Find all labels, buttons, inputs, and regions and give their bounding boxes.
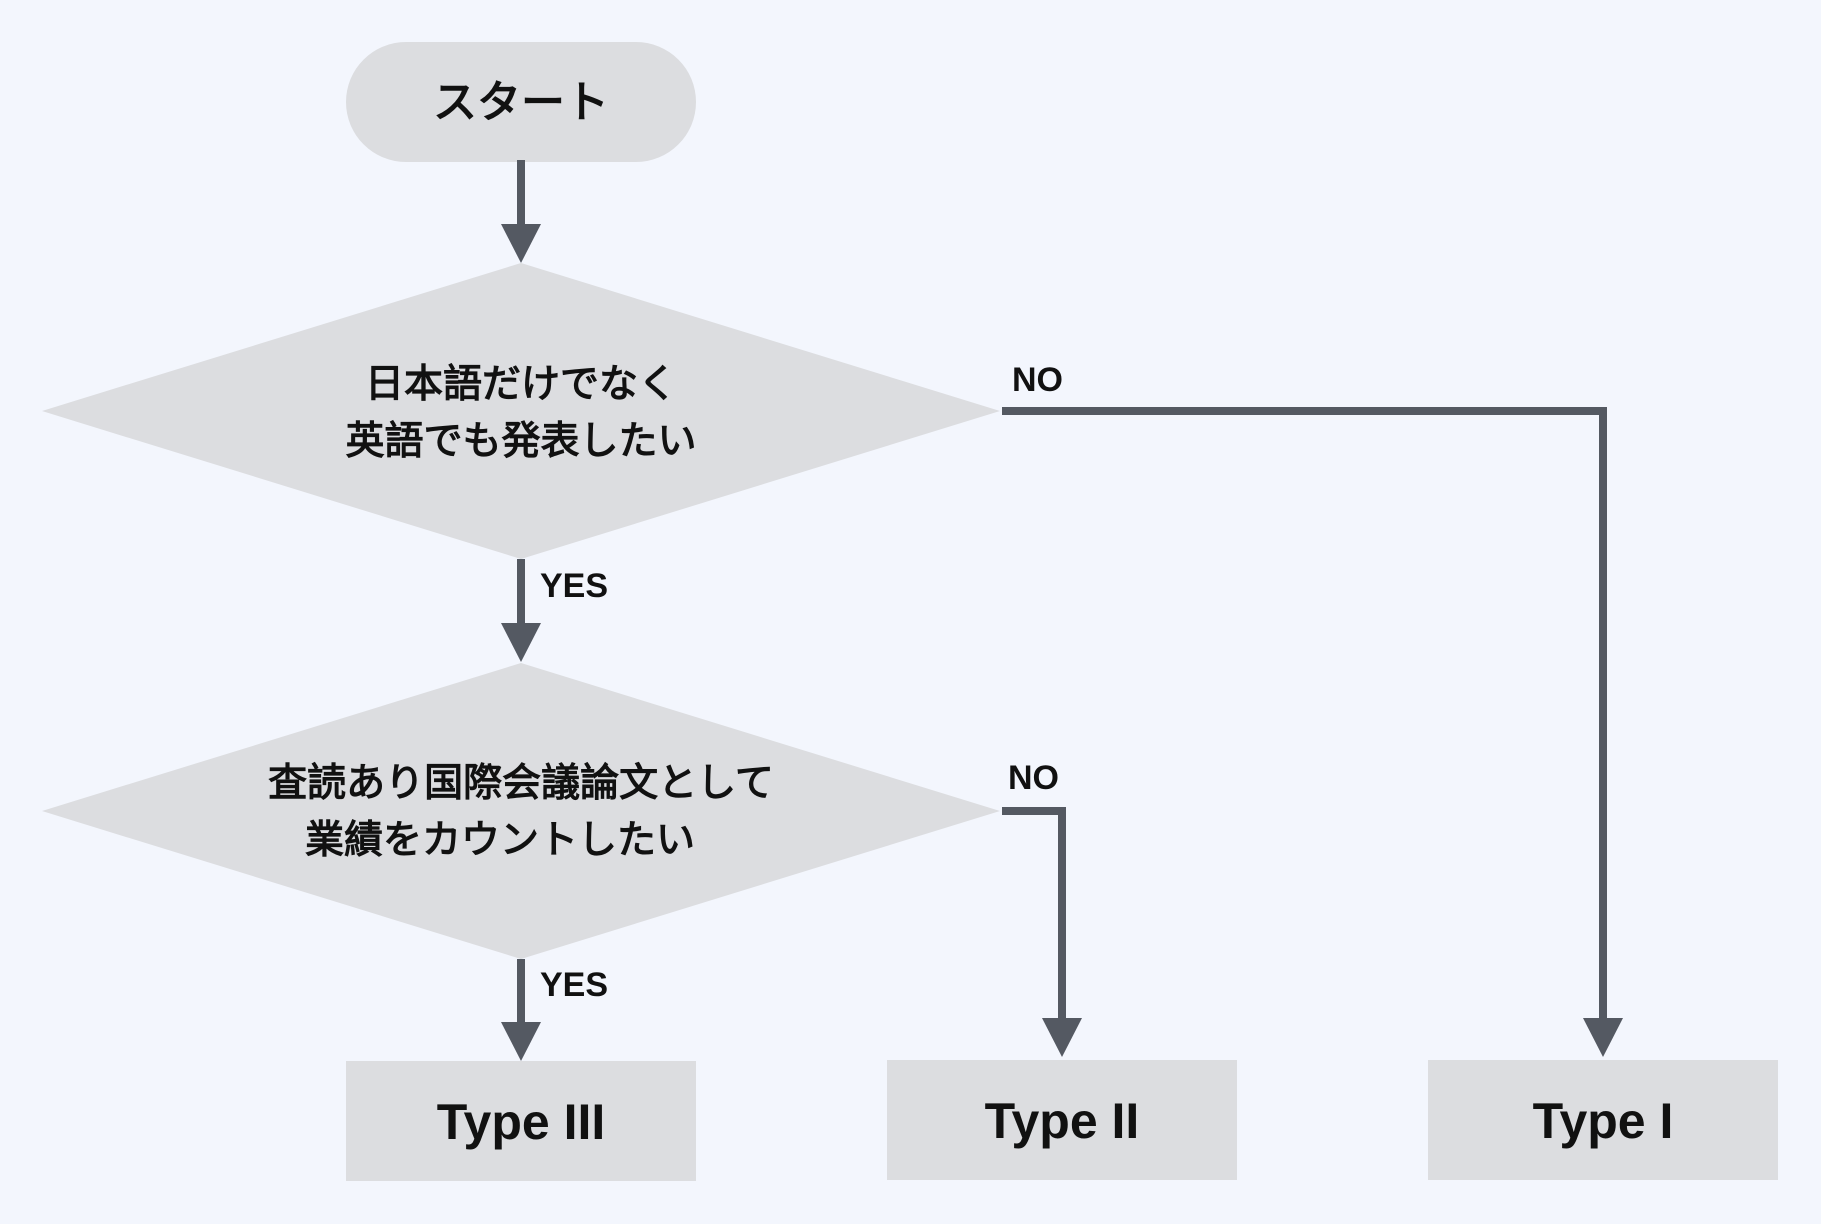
type-1-node-label: Type I (1533, 1093, 1674, 1149)
edge-english-no (1002, 407, 1623, 1057)
decision-english-line-1: 日本語だけでなく (365, 362, 677, 407)
arrow-head-icon (501, 623, 541, 662)
edge-english-yes-label: YES (540, 567, 608, 605)
decision-peer-review-line-1: 査読あり国際会議論文として (268, 761, 774, 806)
start-node-label: スタート (433, 77, 609, 128)
edge-peer-no-label: NO (1008, 759, 1059, 797)
decision-english-line-2: 英語でも発表したい (345, 419, 696, 464)
arrow-head-icon (501, 1022, 541, 1061)
type-1-node (1428, 1060, 1778, 1180)
edge-peer-no (1002, 807, 1082, 1057)
edge-english-no-label: NO (1012, 361, 1063, 399)
edge-start-to-english (501, 160, 541, 263)
decision-peer-review-line-2: 業績をカウントしたい (305, 818, 695, 863)
decision-english-node (42, 263, 1000, 559)
edge-english-yes (501, 559, 541, 662)
arrow-head-icon (1583, 1018, 1623, 1057)
arrow-head-icon (1042, 1018, 1082, 1057)
start-node (346, 42, 696, 162)
type-3-node-label: Type III (437, 1094, 606, 1150)
edge-peer-yes-label: YES (540, 966, 608, 1004)
type-2-node-label: Type II (985, 1093, 1140, 1149)
edge-peer-yes (501, 959, 541, 1061)
arrow-head-icon (501, 224, 541, 263)
type-2-node (887, 1060, 1237, 1180)
type-3-node (346, 1061, 696, 1181)
decision-peer-review-node (42, 663, 1000, 959)
